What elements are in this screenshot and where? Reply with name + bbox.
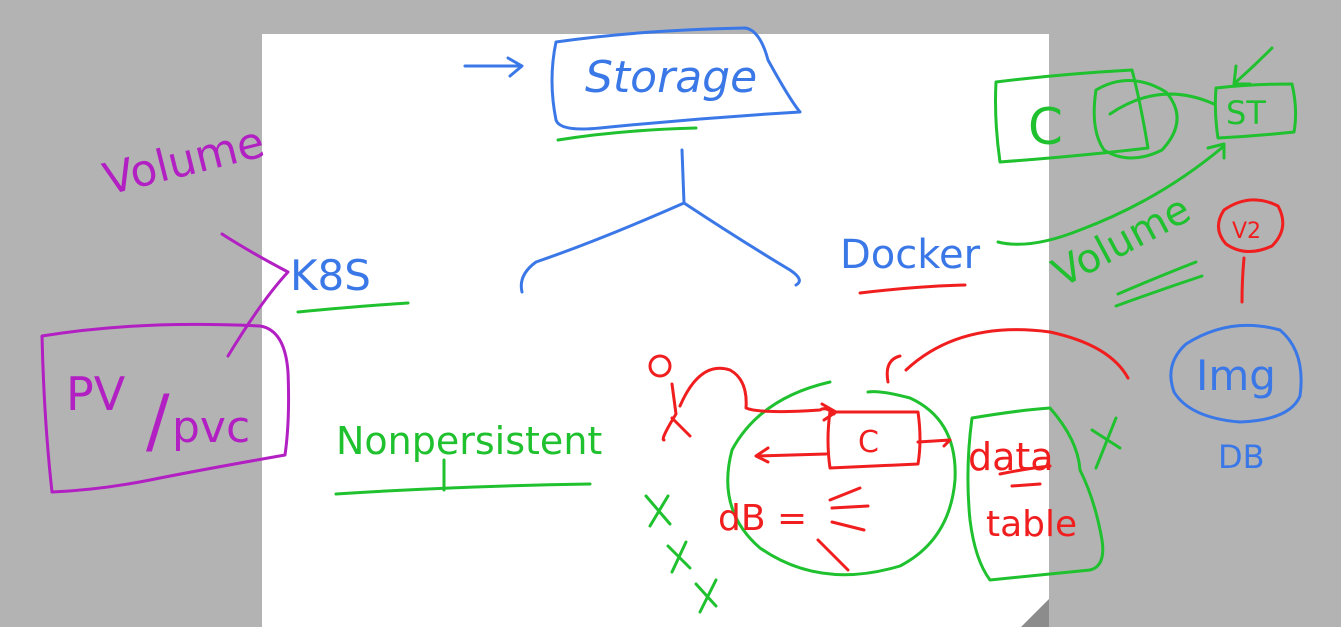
pv-pvc-group: [40, 232, 291, 494]
docker-underline: [858, 283, 967, 295]
img-label: Img: [1196, 351, 1276, 400]
slash-label: /: [146, 380, 170, 462]
volume-right-label: Volume: [1045, 186, 1198, 296]
img-circle: [1169, 323, 1303, 424]
storage-underline: [556, 126, 698, 142]
pvc-label: pvc: [172, 402, 250, 453]
tree-right-branch: [682, 201, 801, 287]
st-box: [1213, 82, 1298, 140]
flow-arrow-to-c: [678, 366, 838, 422]
volume-link-circle: [1092, 79, 1179, 160]
c-right-arrow: [916, 438, 952, 448]
user-head: [648, 354, 672, 378]
data-underline: [998, 464, 1052, 488]
nonpersistent-label: Nonpersistent: [336, 419, 602, 463]
pv-box: [40, 322, 291, 494]
c-box-mid: [826, 410, 922, 470]
storage-box: [550, 26, 802, 131]
arrow-into-st: [1232, 46, 1274, 86]
db-lines: [816, 486, 870, 572]
image-group: [1169, 198, 1303, 424]
db-blue-label: DB: [1218, 438, 1265, 476]
pv-label: PV: [66, 367, 126, 421]
table-label: table: [986, 504, 1077, 545]
docker-volume-group: [994, 46, 1298, 308]
x-mark-right: [1090, 416, 1122, 470]
storage-label: Storage: [585, 52, 757, 103]
tree-left-branch: [519, 201, 686, 294]
v2-circle: [1217, 198, 1285, 253]
arrow-to-storage: [463, 56, 524, 78]
k8s-label: K8S: [290, 251, 371, 300]
st-label: ST: [1226, 94, 1266, 132]
user-flow: [648, 328, 1130, 572]
data-table-box: [966, 406, 1105, 582]
user-body: [661, 382, 692, 442]
nonpersistent-underline: [334, 458, 592, 496]
db-red-label: dB =: [718, 498, 807, 539]
x-marks: [644, 416, 1122, 614]
c-box-docker: [994, 68, 1150, 164]
volume-left-label: Volume: [98, 117, 269, 206]
c-docker-label: C: [1028, 98, 1063, 156]
c-mid-label: C: [858, 425, 879, 460]
v2-label: V2: [1232, 219, 1261, 244]
docker-label: Docker: [840, 232, 981, 278]
storage-group: [463, 26, 802, 294]
link-c-to-st: [1108, 92, 1216, 116]
container-circle: [726, 380, 957, 577]
c-left-arrow: [754, 446, 828, 464]
whiteboard-page: [262, 34, 1049, 627]
volume-right-underline: [1114, 260, 1204, 308]
v2-to-img-line: [1240, 256, 1246, 304]
tree-stem: [680, 148, 686, 205]
page-curl-corner: [1021, 599, 1049, 627]
arc-to-img: [885, 328, 1130, 384]
docker-to-st-curve: [996, 142, 1226, 246]
k8s-underline: [296, 301, 410, 314]
bracket-to-k8s: [220, 232, 290, 358]
